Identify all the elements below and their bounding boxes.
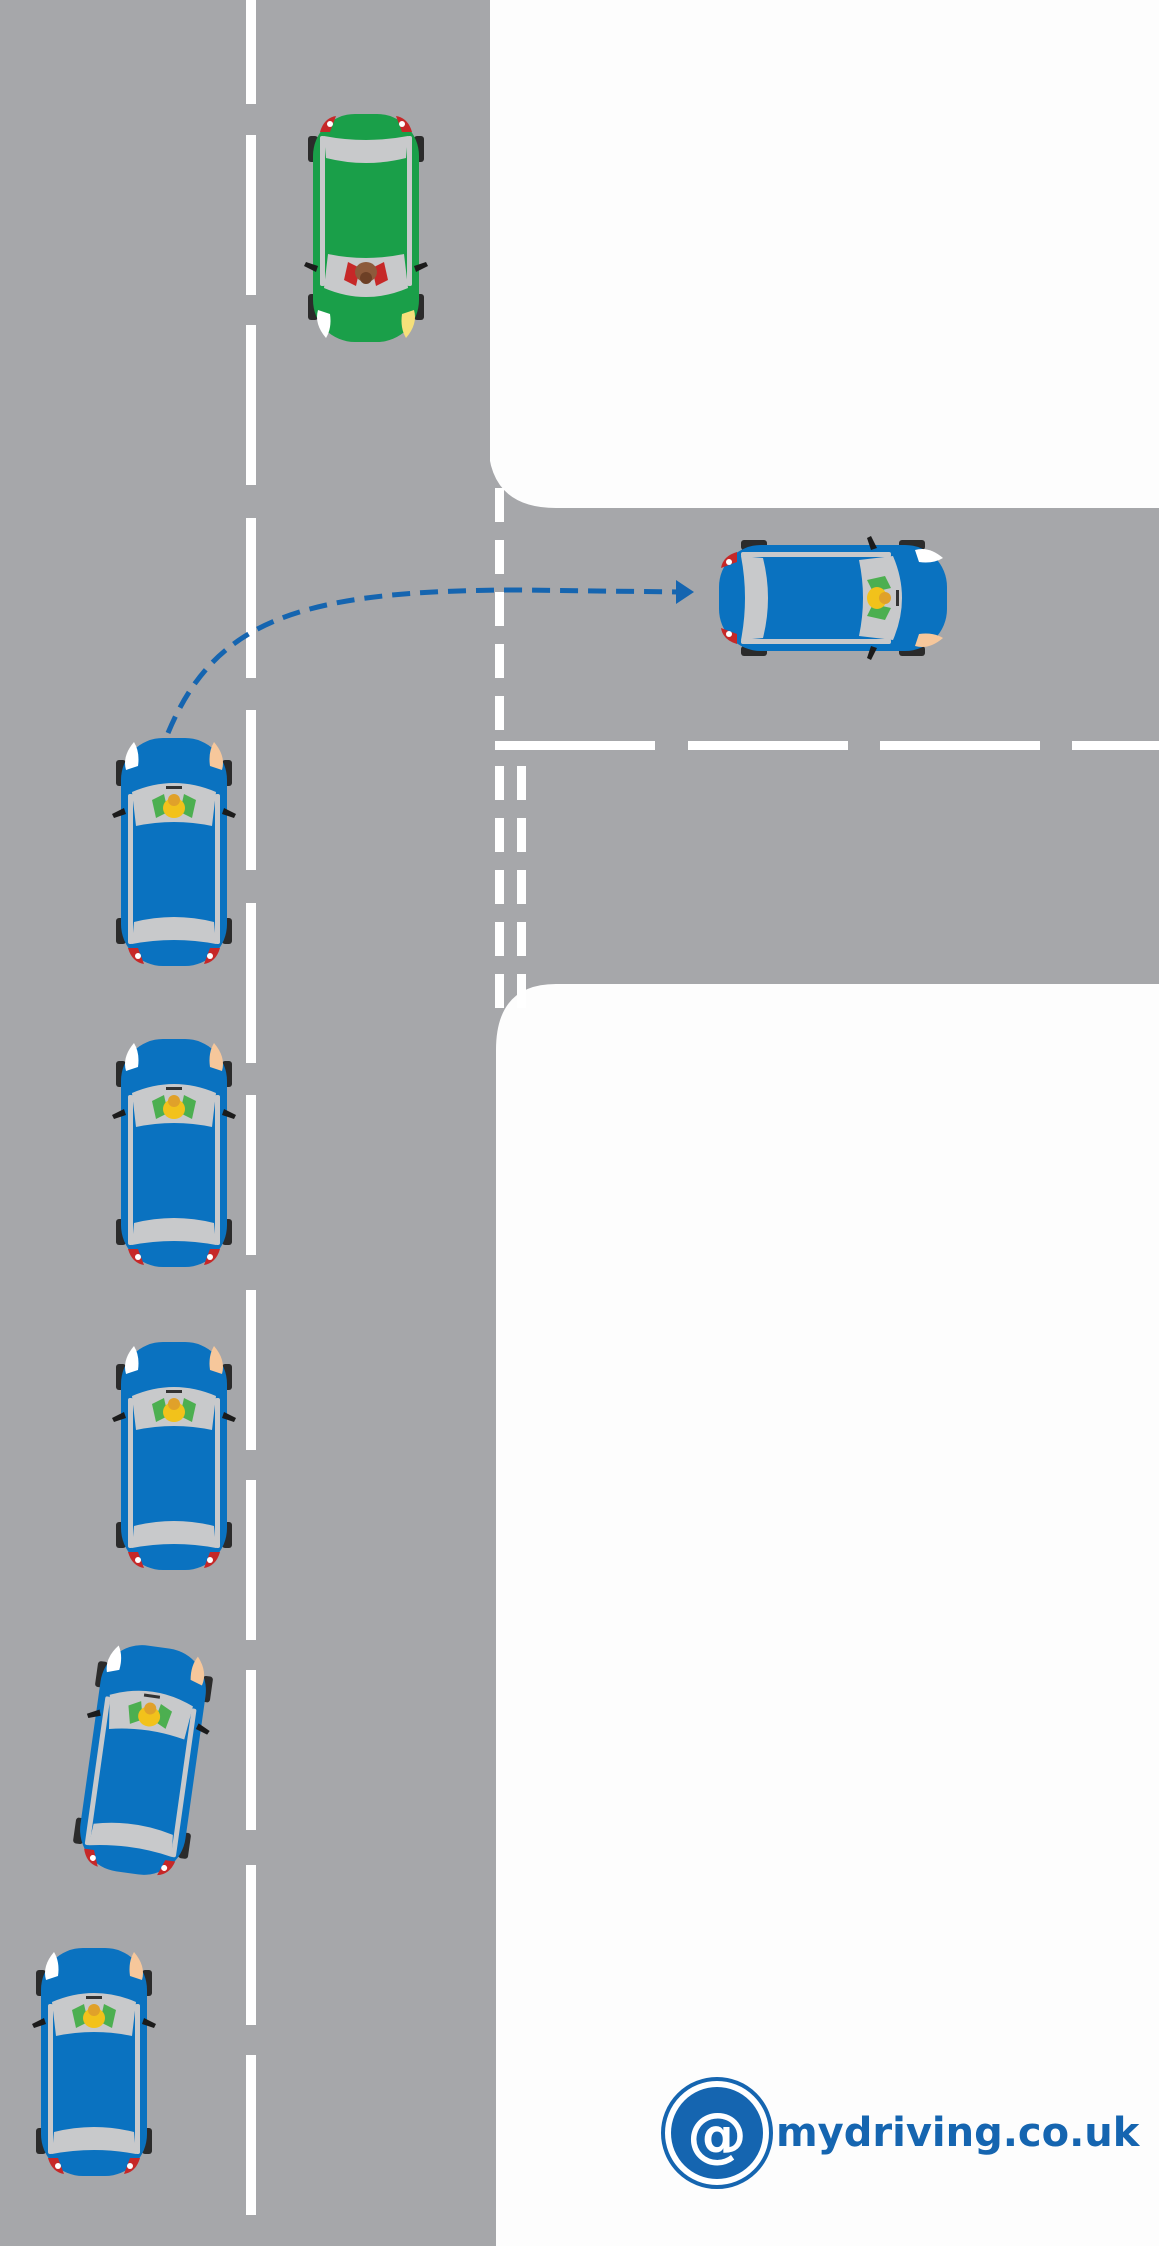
- car-step-5: [32, 1948, 156, 2176]
- turned-blue-car: [719, 536, 947, 660]
- brand-logo: @ mydriving.co.uk: [663, 2079, 1141, 2187]
- svg-text:@: @: [687, 2100, 747, 2170]
- car-step-1: [112, 738, 236, 966]
- car-step-2: [112, 1039, 236, 1267]
- logo-text: mydriving.co.uk: [776, 2110, 1141, 2156]
- oncoming-green-car: [304, 114, 428, 342]
- centre-line: [246, 0, 256, 2215]
- car-step-3: [112, 1342, 236, 1570]
